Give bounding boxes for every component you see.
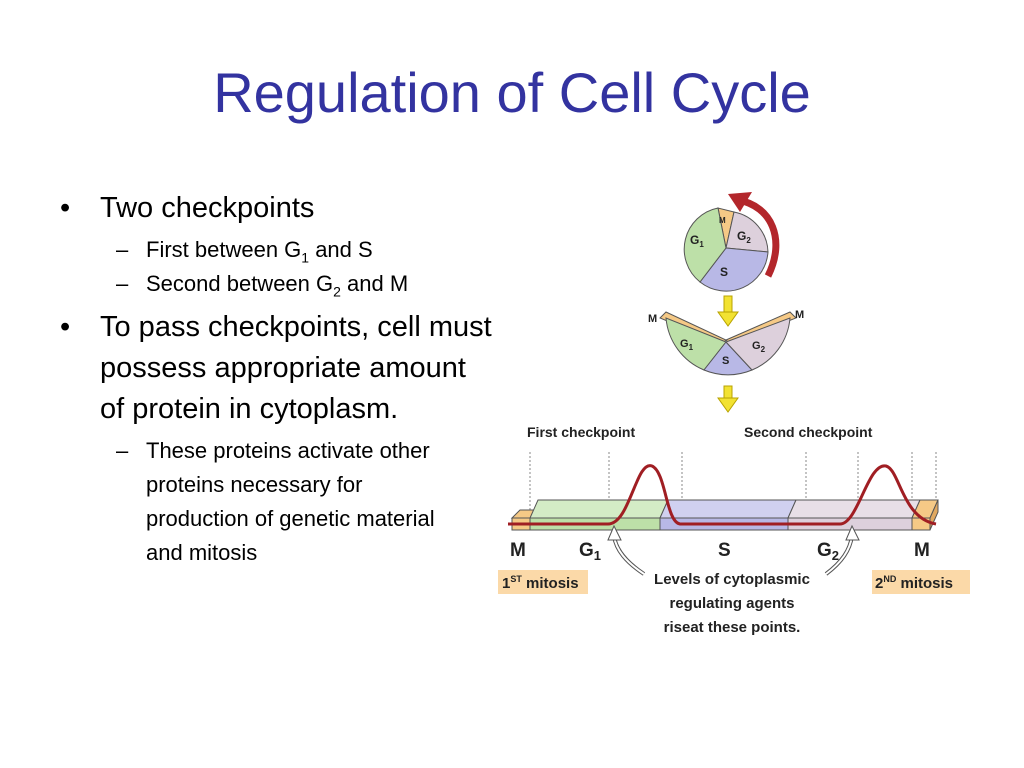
phase-label-s: S bbox=[718, 540, 731, 561]
wheel-label-s: S bbox=[720, 265, 728, 279]
timeline-g1-top bbox=[529, 499, 669, 519]
slide-title: Regulation of Cell Cycle bbox=[213, 61, 811, 124]
second-checkpoint-label: Second checkpoint bbox=[744, 424, 873, 440]
second-mitosis-label: 2ND mitosis bbox=[875, 574, 953, 592]
caption-pointer-left bbox=[607, 524, 646, 576]
phase-label-g2: G2 bbox=[817, 540, 839, 563]
opened-label-g2: G2 bbox=[752, 340, 766, 354]
first-checkpoint-label: First checkpoint bbox=[527, 424, 635, 440]
regulating-agent-curve bbox=[508, 464, 937, 526]
first-mitosis-box bbox=[498, 570, 588, 594]
wheel-rotation-arrowhead bbox=[728, 192, 752, 212]
wheel-label-m: M bbox=[719, 216, 726, 225]
opened-g1-slice bbox=[665, 317, 727, 371]
wheel-g2-slice bbox=[725, 211, 769, 253]
phase-label-m-right: M bbox=[914, 540, 930, 561]
opened-cycle-wheel: M M G1 G2 S bbox=[648, 309, 804, 376]
bullet-two-checkpoints: Two checkpoints bbox=[58, 188, 498, 229]
caption-line-3: riseat these points. bbox=[664, 619, 801, 636]
wheel-rotation-arrow bbox=[737, 196, 780, 278]
wheel-s-slice bbox=[699, 247, 769, 292]
down-arrow-1 bbox=[717, 295, 739, 327]
opened-label-m-left: M bbox=[648, 313, 657, 325]
sub-bullet-proteins: These proteins activate other proteins n… bbox=[100, 434, 466, 570]
caption-pointer-right bbox=[824, 524, 860, 576]
opened-label-g1: G1 bbox=[680, 338, 694, 352]
first-mitosis-label: 1ST mitosis bbox=[502, 574, 579, 592]
wheel-label-g1: G1 bbox=[690, 233, 704, 249]
wheel-g1-slice bbox=[683, 207, 727, 283]
bullet-pass-checkpoints: To pass checkpoints, cell must possess a… bbox=[58, 307, 498, 430]
sub-bullet-second-checkpoint: Second between G2 and M bbox=[100, 267, 498, 301]
opened-label-m-right: M bbox=[795, 309, 804, 321]
down-arrow-2 bbox=[717, 385, 739, 413]
cell-cycle-wheel: G1 G2 S M bbox=[683, 192, 780, 292]
phase-label-m-left: M bbox=[510, 540, 526, 561]
cell-cycle-diagram: G1 G2 S M M M G1 G2 S First checkpoint S… bbox=[490, 190, 980, 650]
bullet-list: Two checkpoints First between G1 and S S… bbox=[58, 188, 498, 570]
sub-bullet-first-checkpoint: First between G1 and S bbox=[100, 233, 498, 267]
timeline-s-top bbox=[659, 499, 797, 519]
opened-label-s: S bbox=[722, 355, 729, 367]
opened-g2-slice bbox=[725, 317, 791, 371]
second-mitosis-box bbox=[872, 570, 970, 594]
caption-line-2: regulating agents bbox=[669, 595, 794, 612]
caption-line-1: Levels of cytoplasmic bbox=[654, 571, 810, 588]
phase-label-g1: G1 bbox=[579, 540, 601, 563]
wheel-label-g2: G2 bbox=[737, 229, 751, 245]
